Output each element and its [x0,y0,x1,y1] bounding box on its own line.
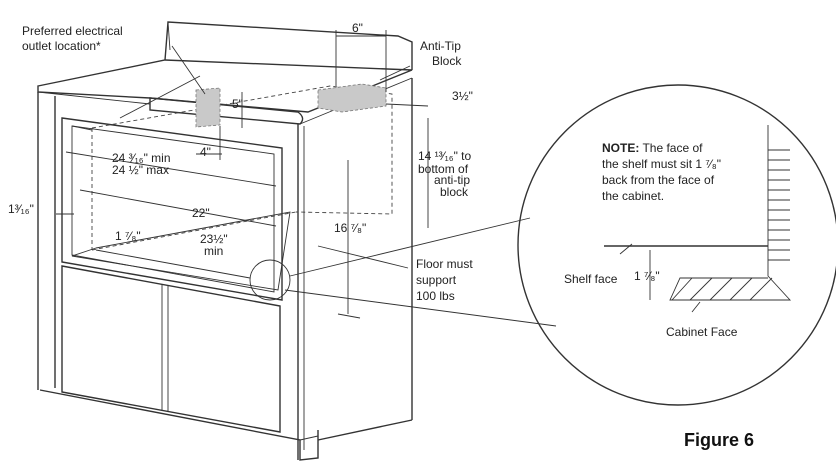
detail-dim-label: 1 ⁷⁄₈" [634,269,660,283]
note-line3: back from the face of [602,173,715,187]
outlet-location-block [195,87,221,128]
outlet-label-line1: Preferred electrical [22,24,123,38]
cabinet-drawing [37,21,413,461]
anti-tip-block [317,83,387,113]
dim-23-5-label-line1: 23½" [200,232,228,246]
outlet-label-line2: outlet location* [22,39,101,53]
dim-width-max-label: 24 ½" max [112,163,169,177]
dim-14-label-line2: bottom of [418,162,469,176]
dim-6-label: 6" [352,21,363,35]
dim-4-label: 4" [200,145,211,159]
note-line2: the shelf must sit 1 ⁷⁄₈" [602,157,721,171]
dim-1-3-16-label: 1³⁄₁₆" [8,202,34,216]
dim-16-7-8-label: 16 ⁷⁄₈" [334,221,366,235]
dimension-lines [56,30,429,319]
dim-1-7-8-label: 1 ⁷⁄₈" [115,229,141,243]
note-line1: NOTE: The face of [602,141,703,155]
anti-tip-label-line1: Anti-Tip [420,39,461,53]
dim-width-min-label: 24 ³⁄₁₆" min [112,151,171,165]
figure-label: Figure 6 [684,430,754,450]
dim-14-label-line3: anti-tip [434,173,470,187]
detail-callout [249,84,836,406]
cabinet-face-label: Cabinet Face [666,325,738,339]
dim-14-label-line4: block [440,185,469,199]
note-line4: the cabinet. [602,189,664,203]
dim-5-label: 5" [232,97,243,111]
anti-tip-label-line2: Block [432,54,462,68]
floor-label-line3: 100 lbs [416,289,455,303]
dim-3-5-label: 3½" [452,89,473,103]
labels: Preferred electrical outlet location* An… [8,21,754,450]
floor-label-line2: support [416,273,457,287]
hatch [671,149,790,301]
shelf-face-label: Shelf face [564,272,618,286]
floor-label-line1: Floor must [416,257,473,271]
dim-14-label-line1: 14 ¹³⁄₁₆" to [418,149,471,163]
dim-23-5-label-line2: min [204,244,223,258]
dim-22-label: 22" [192,206,210,220]
